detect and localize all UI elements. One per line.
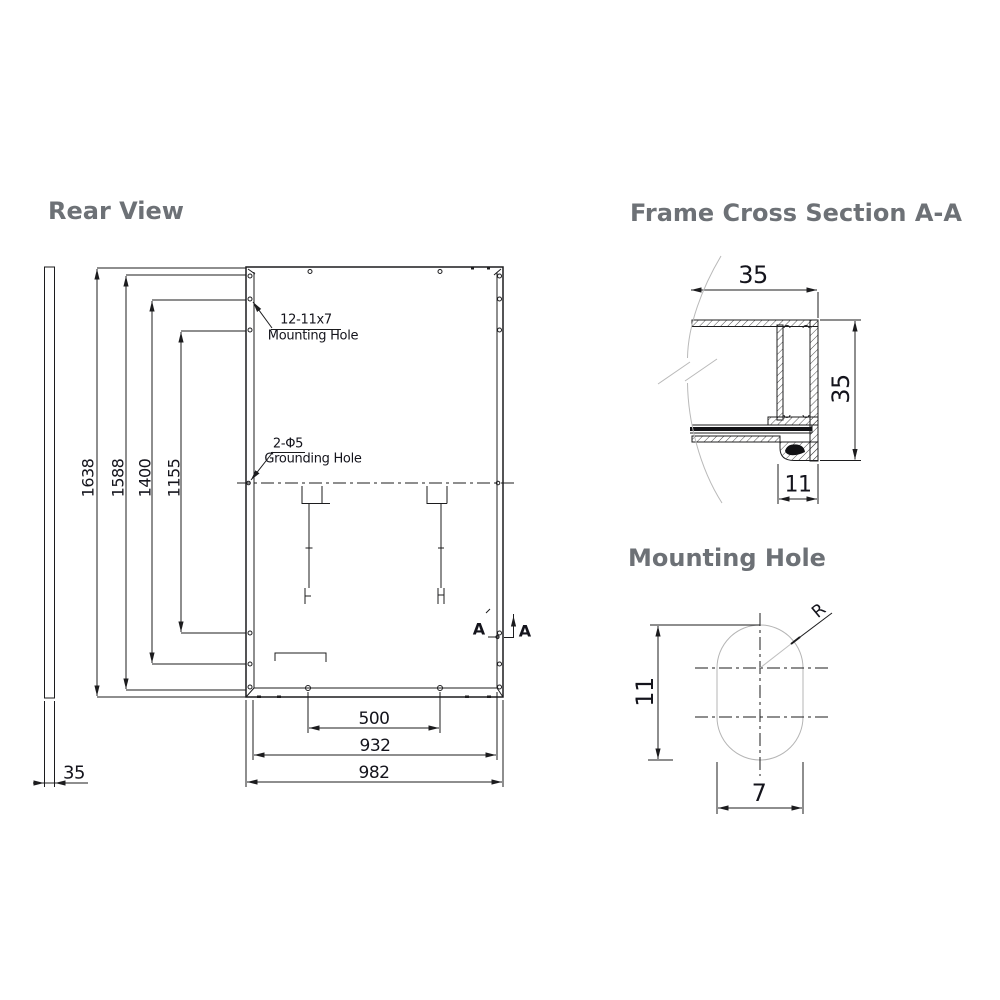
mounting-hole-title: Mounting Hole (628, 544, 826, 572)
gasket-blob (785, 444, 805, 456)
mounting-hole-drawing (648, 612, 833, 814)
laminate-glass (690, 427, 812, 431)
mounting-hole-callout-spec: 12-11x7 (280, 312, 332, 328)
cross-dim-width-35: 35 (738, 261, 768, 289)
section-letter-a-left: A (472, 619, 486, 639)
mounting-hole-leader (252, 301, 273, 329)
cross-dim-foot-11: 11 (784, 472, 813, 498)
cross-dim-height-35: 35 (827, 374, 855, 404)
dim-panel-height-1638: 1638 (78, 458, 98, 498)
rear-view-drawing (33, 266, 517, 787)
dim-hole-span-1155: 1155 (164, 458, 184, 498)
section-cut-marker (485, 608, 517, 640)
mount-dim-height-11: 11 (631, 677, 659, 707)
dim-width-982: 982 (358, 763, 390, 783)
cable-right (426, 486, 448, 604)
rear-view-title: Rear View (48, 197, 184, 225)
dim-drain-span-500: 500 (358, 709, 390, 729)
cross-section-drawing (657, 255, 861, 504)
mounting-hole-callout-label: Mounting Hole (267, 328, 359, 344)
dim-frame-thickness-35: 35 (63, 762, 85, 784)
dim-width-932: 932 (359, 736, 391, 756)
grounding-hole-left (246, 480, 251, 486)
dim-hole-span-1588: 1588 (108, 458, 128, 498)
grounding-hole-leader (250, 451, 274, 481)
grounding-hole-right (495, 480, 501, 486)
mount-dim-width-7: 7 (751, 779, 767, 807)
junction-box-outline (274, 652, 327, 662)
edge-mounting-holes (247, 266, 502, 698)
dim-hole-span-1400: 1400 (135, 458, 155, 498)
cable-left (301, 486, 330, 604)
grounding-hole-callout-spec: 2-Φ5 (272, 436, 304, 452)
cross-section-title: Frame Cross Section A-A (630, 199, 962, 227)
grounding-hole-callout-label: Grounding Hole (264, 451, 362, 467)
section-letter-a-right: A (518, 621, 532, 641)
